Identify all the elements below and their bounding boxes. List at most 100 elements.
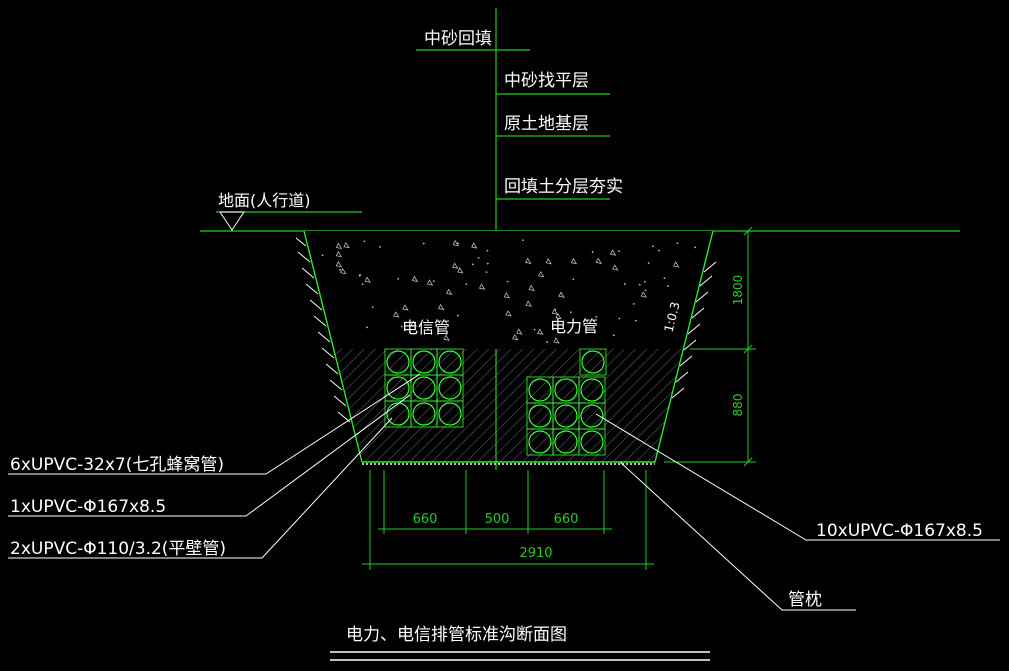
sand-speckle (456, 314, 459, 317)
hatched-base-region (333, 349, 684, 462)
sand-speckle (437, 303, 445, 311)
width-total-dimension: 2910 (519, 546, 552, 561)
power-pipe (580, 404, 604, 428)
callout-leaders (8, 373, 1000, 611)
sand-speckle (533, 328, 536, 331)
sand-speckle (643, 280, 646, 283)
power-pipe-box (578, 428, 606, 456)
sand-speckle (443, 334, 450, 341)
sand-speckle (452, 239, 459, 247)
sand-speckle (652, 245, 655, 248)
sand-speckle (525, 300, 532, 307)
sand-speckle (572, 278, 575, 281)
sand-speckle (644, 289, 647, 292)
sand-speckle (595, 315, 598, 318)
telecom-pipe (438, 402, 462, 426)
sand-speckle (569, 311, 572, 314)
telecom-pipe (386, 376, 410, 400)
power-pipe (580, 378, 604, 402)
sand-speckle (363, 240, 366, 243)
sand-speckle (647, 262, 650, 264)
sand-speckle (402, 304, 409, 311)
telecom-pipe-label: 电信管 (402, 318, 450, 337)
sand-speckle (426, 279, 434, 286)
telecom-pipe-box (436, 400, 464, 428)
sand-speckle (512, 333, 519, 341)
sand-speckle (335, 250, 343, 258)
sand-speckle (667, 285, 669, 288)
telecom-pipe (386, 402, 410, 426)
telecom-pipe (412, 376, 436, 400)
sand-speckle (525, 257, 532, 264)
sand-speckle (361, 283, 364, 286)
depth-bottom-dimension: 880 (731, 394, 745, 417)
sand-speckle (618, 317, 621, 320)
sand-speckle (427, 328, 429, 331)
power-pipe-box (579, 348, 607, 376)
sand-speckle (465, 283, 468, 286)
sand-speckle (340, 267, 347, 275)
sand-speckle (694, 246, 697, 249)
sand-speckle (545, 257, 552, 265)
sand-speckles (321, 239, 697, 344)
sand-speckle (410, 320, 418, 327)
sand-speckle (528, 284, 535, 292)
ground-level-symbol (219, 211, 245, 231)
sand-speckle (503, 292, 511, 299)
sand-speckle (471, 263, 474, 266)
sand-speckle (612, 334, 615, 337)
sand-speckle (411, 275, 419, 283)
sand-speckle (366, 326, 368, 329)
sand-speckle (555, 312, 562, 320)
sand-speckle (339, 269, 342, 271)
sand-speckle (538, 270, 545, 278)
sand-speckle (638, 283, 641, 286)
sand-speckle (358, 274, 361, 277)
trench-outline (303, 230, 714, 463)
sand-speckle (658, 249, 660, 252)
sand-speckle (640, 291, 648, 298)
telecom-pipe (386, 350, 410, 374)
sand-speckle (663, 277, 666, 280)
sand-speckle (558, 291, 565, 298)
sand-speckle (612, 264, 619, 271)
power-pipe (580, 430, 604, 454)
width-dimensions (362, 470, 654, 570)
sand-speckle (379, 246, 382, 248)
drawing-title: 电力、电信排管标准沟断面图 (346, 625, 567, 645)
sand-speckle (591, 251, 594, 253)
width-mid-dimension: 500 (485, 512, 510, 527)
layer-4-label: 回填土分层夯实 (504, 177, 623, 197)
power-pipe (581, 350, 605, 374)
depth-dimensions (664, 226, 756, 467)
layer-3-label: 原土地基层 (504, 114, 589, 134)
sand-speckle (505, 310, 512, 317)
sand-speckle (609, 249, 617, 256)
sand-speckle (422, 242, 425, 245)
sand-speckle (516, 328, 523, 335)
callout-5-label: 管枕 (788, 590, 822, 610)
power-pipe (528, 430, 552, 454)
sand-speckle (335, 242, 343, 250)
sand-speckle (632, 303, 635, 305)
sand-speckle (553, 337, 560, 344)
power-pipe-label: 电力管 (550, 317, 598, 336)
sand-speckle (321, 254, 324, 257)
width-right-dimension: 660 (554, 512, 579, 527)
power-pipe (554, 404, 578, 428)
ground-label: 地面(人行道) (218, 191, 311, 210)
sand-speckle (673, 261, 680, 268)
sand-speckle (537, 328, 544, 335)
layer-1-label: 中砂回填 (424, 29, 492, 49)
power-pipe (528, 378, 552, 402)
sand-speckle (364, 276, 371, 283)
sand-speckle (485, 271, 488, 274)
earth-ticks-right (671, 261, 717, 399)
power-pipe (528, 404, 552, 428)
sand-speckle (446, 288, 453, 295)
callout-2-label: 1xUPVC-Φ167x8.5 (10, 497, 166, 517)
telecom-pipe-grid (384, 348, 464, 428)
sand-speckle (595, 257, 602, 265)
layer-2-label: 中砂找平层 (504, 71, 589, 91)
